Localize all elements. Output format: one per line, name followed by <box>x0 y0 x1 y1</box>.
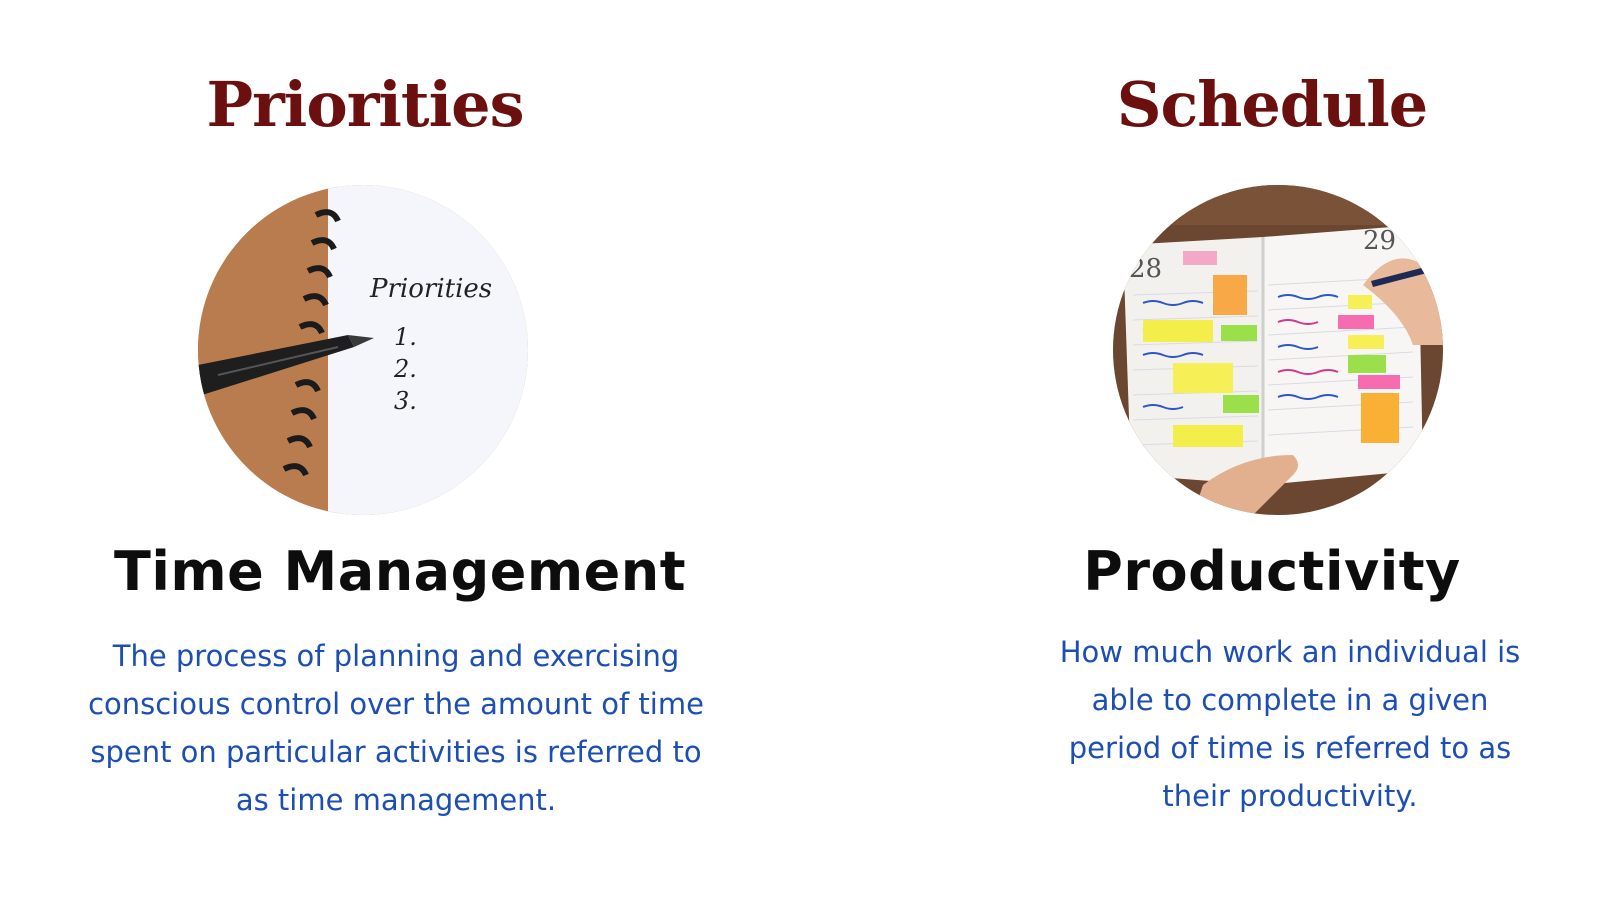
productivity-title: Productivity <box>1083 540 1461 603</box>
productivity-description: How much work an individual is able to c… <box>1059 635 1521 813</box>
schedule-planner-image: 28 29 <box>1113 185 1443 515</box>
notebook-illustration: Priorities 1. 2. 3. <box>198 185 528 515</box>
list-item-3: 3. <box>394 387 417 415</box>
day-28-label: 28 <box>1129 254 1162 284</box>
time-management-title: Time Management <box>113 540 687 603</box>
note-title-text: Priorities <box>369 274 492 304</box>
schedule-column: Schedule 28 29 <box>800 0 1600 899</box>
priorities-column: Priorities Priorities 1. 2. <box>88 68 704 817</box>
pen-icon <box>198 335 374 395</box>
planner-illustration: 28 29 <box>1113 185 1443 515</box>
priorities-notebook-image: Priorities 1. 2. 3. <box>198 185 528 515</box>
day-29-label: 29 <box>1363 226 1396 256</box>
priorities-heading: Priorities <box>206 68 525 141</box>
list-item-2: 2. <box>393 355 417 383</box>
schedule-heading: Schedule <box>1116 68 1428 141</box>
time-management-description: The process of planning and exercising c… <box>88 639 704 817</box>
list-item-1: 1. <box>394 323 417 351</box>
